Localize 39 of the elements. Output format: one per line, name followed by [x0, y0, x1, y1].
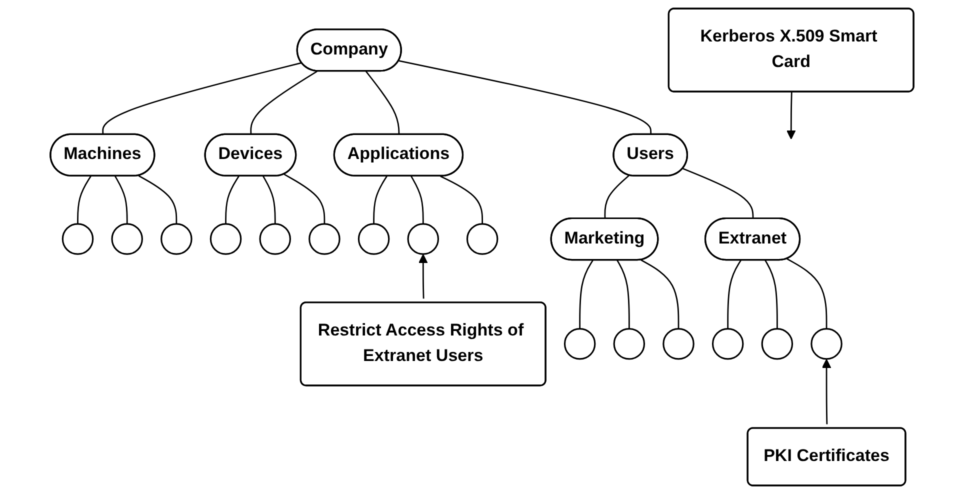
connector [138, 175, 178, 224]
arrow [786, 92, 796, 140]
node-circle [210, 223, 242, 255]
connector [764, 260, 778, 329]
connector [102, 62, 302, 135]
node-circle [662, 328, 694, 360]
connector [225, 176, 240, 224]
connector [682, 168, 754, 219]
connector [398, 60, 652, 135]
connector [262, 176, 276, 224]
node-circle [308, 223, 340, 255]
arrow [822, 358, 832, 424]
connector [786, 258, 828, 329]
connector [727, 260, 742, 329]
node-circle [712, 328, 744, 360]
node-circle [62, 223, 94, 255]
connector [640, 259, 680, 329]
connector [284, 174, 326, 224]
node-circle [810, 328, 842, 360]
connector [410, 176, 424, 224]
node-circle [564, 328, 596, 360]
connector [440, 176, 484, 224]
node-circle [466, 223, 498, 255]
arrow [418, 254, 428, 299]
node-circle [111, 223, 143, 255]
connector [373, 176, 388, 224]
connector [616, 260, 630, 329]
node-circle [160, 223, 192, 255]
connector [250, 70, 318, 135]
connector [77, 176, 92, 224]
node-circle [259, 223, 291, 255]
node-circle [613, 328, 646, 360]
connector [365, 70, 400, 135]
node-circle [358, 223, 390, 255]
node-circle [407, 223, 440, 255]
connector [604, 174, 630, 219]
connector [114, 176, 128, 224]
node-circle [761, 328, 794, 360]
connector [579, 260, 594, 329]
